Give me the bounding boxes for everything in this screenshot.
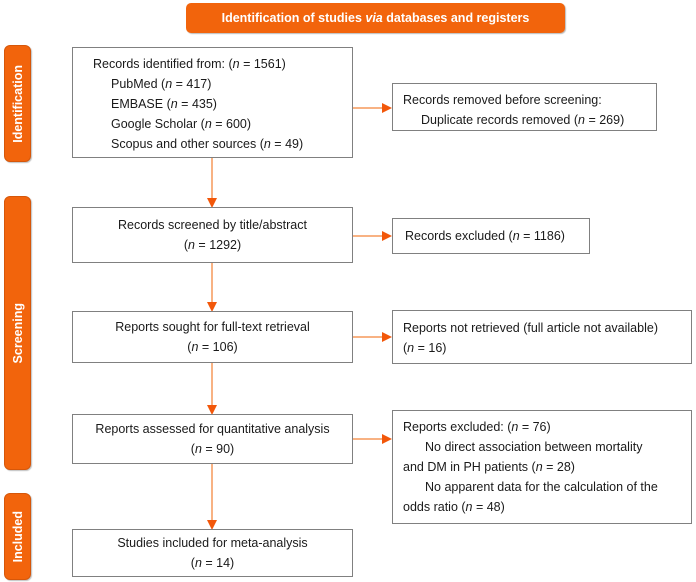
box-reports-not-retrieved: Reports not retrieved (full article not … xyxy=(392,310,692,364)
records-screened-text: Records screened by title/abstract xyxy=(118,218,307,232)
box-records-identified: Records identified from: (n = 1561) PubM… xyxy=(72,47,353,158)
box-studies-included: Studies included for meta-analysis (n = … xyxy=(72,529,353,577)
arrow-assessed-to-included xyxy=(207,464,217,530)
arrow-sought-to-assessed xyxy=(207,363,217,415)
arrow-identified-to-screened xyxy=(207,158,217,208)
box-records-removed: Records removed before screening: Duplic… xyxy=(392,83,657,131)
reports-not-retrieved-count: (n = 16) xyxy=(403,341,447,355)
box-records-excluded: Records excluded (n = 1186) xyxy=(392,218,590,254)
phase-label-included-text: Included xyxy=(10,510,25,563)
records-identified-google-scholar: Google Scholar (n = 600) xyxy=(111,117,252,131)
box-reports-sought: Reports sought for full-text retrieval (… xyxy=(72,311,353,363)
reports-assessed-count: (n = 90) xyxy=(190,442,235,456)
studies-included-text: Studies included for meta-analysis xyxy=(117,536,308,550)
reports-sought-count: (n = 106) xyxy=(187,340,238,354)
arrow-identified-to-removed xyxy=(353,103,392,113)
arrow-screened-to-sought xyxy=(207,263,217,312)
records-screened-count: (n = 1292) xyxy=(183,238,242,252)
arrow-sought-to-not-retrieved xyxy=(353,332,392,342)
diagram-title-banner: Identification of studies via databases … xyxy=(186,3,565,33)
reports-excluded-reason1-line1: No direct association between mortality xyxy=(425,440,643,454)
reports-excluded-reason2-line2: odds ratio (n = 48) xyxy=(403,500,505,514)
phase-label-identification: Identification xyxy=(4,45,31,162)
reports-excluded-reason2-line1: No apparent data for the calculation of … xyxy=(425,480,658,494)
reports-excluded-header: Reports excluded: (n = 76) xyxy=(403,420,551,434)
phase-label-screening: Screening xyxy=(4,196,31,470)
arrow-assessed-to-excluded xyxy=(353,434,392,444)
records-identified-total: Records identified from: (n = 1561) xyxy=(93,57,286,71)
reports-sought-text: Reports sought for full-text retrieval xyxy=(115,320,310,334)
phase-label-included: Included xyxy=(4,493,31,580)
reports-excluded-reason1-line2: and DM in PH patients (n = 28) xyxy=(403,460,575,474)
records-excluded-text: Records excluded (n = 1186) xyxy=(405,229,565,243)
reports-not-retrieved-text: Reports not retrieved (full article not … xyxy=(403,321,658,335)
diagram-title: Identification of studies via databases … xyxy=(221,11,530,25)
records-removed-header: Records removed before screening: xyxy=(403,93,602,107)
records-identified-scopus: Scopus and other sources (n = 49) xyxy=(111,137,304,151)
records-identified-pubmed: PubMed (n = 417) xyxy=(111,77,212,91)
records-removed-duplicates: Duplicate records removed (n = 269) xyxy=(421,113,625,127)
reports-assessed-text: Reports assessed for quantitative analys… xyxy=(95,422,330,436)
box-records-screened: Records screened by title/abstract (n = … xyxy=(72,207,353,263)
phase-label-screening-text: Screening xyxy=(10,302,25,364)
studies-included-count: (n = 14) xyxy=(190,556,235,570)
box-reports-excluded: Reports excluded: (n = 76) No direct ass… xyxy=(392,410,692,524)
box-reports-assessed: Reports assessed for quantitative analys… xyxy=(72,414,353,464)
records-identified-embase: EMBASE (n = 435) xyxy=(111,97,217,111)
arrow-screened-to-excluded xyxy=(353,231,392,241)
phase-label-identification-text: Identification xyxy=(10,64,25,143)
